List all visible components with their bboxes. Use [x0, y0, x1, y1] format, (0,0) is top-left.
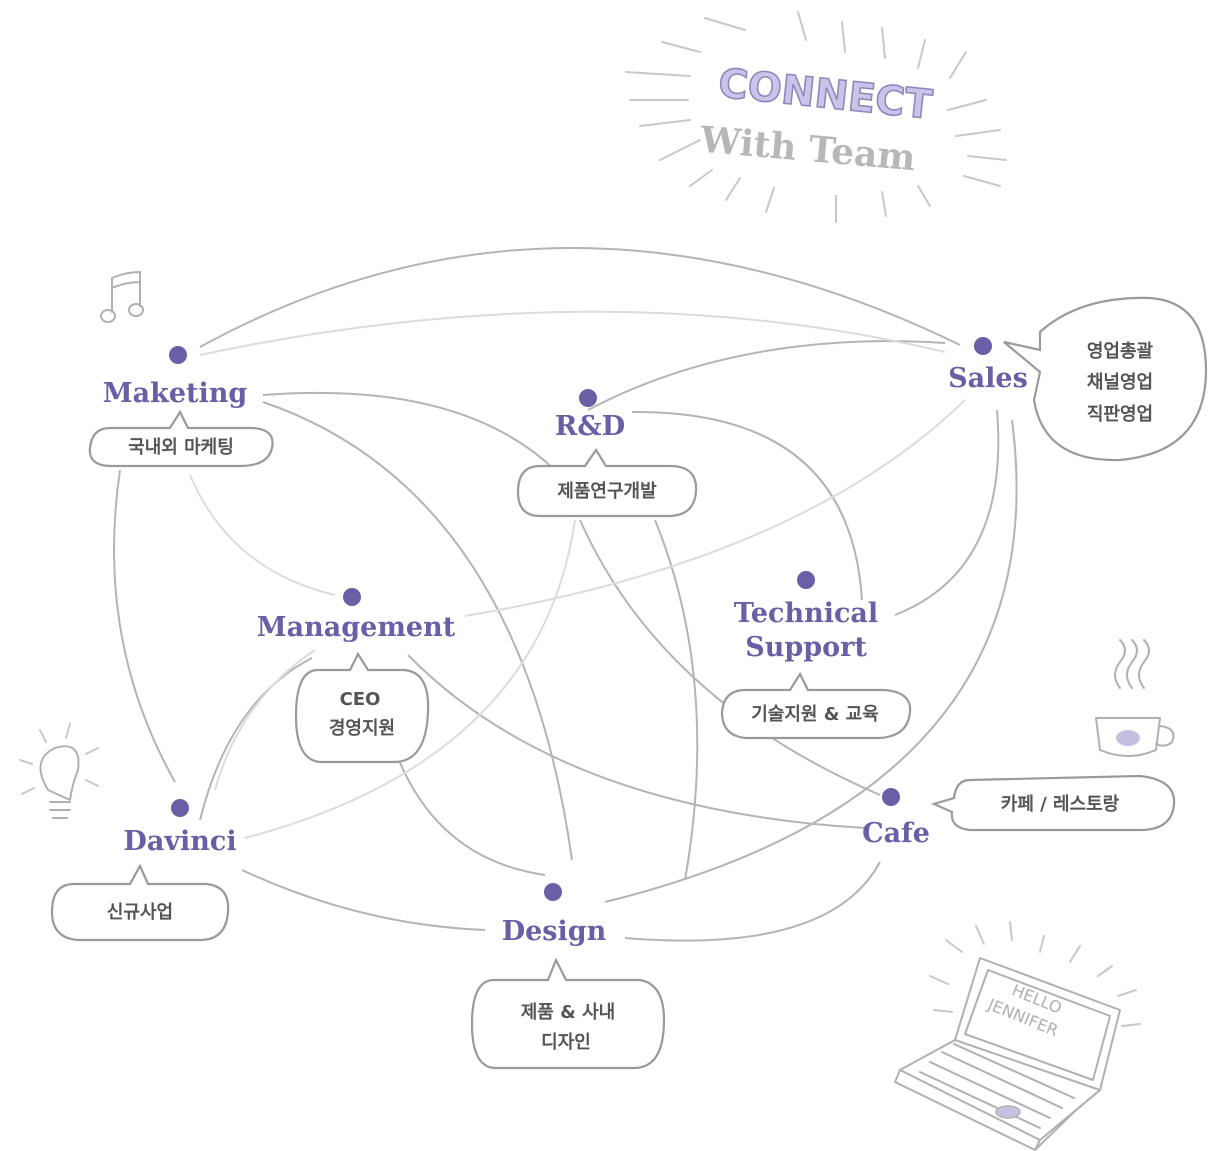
- node-dot: [544, 883, 562, 901]
- bubble-text-marketing: 국내외 마케팅: [128, 437, 234, 458]
- node-rnd: R&D 제품연구개발: [516, 389, 698, 518]
- node-label-cafe: Cafe: [862, 818, 930, 849]
- node-dot: [343, 588, 361, 606]
- node-label-sales: Sales: [948, 363, 1028, 394]
- speech-bubble: [1003, 296, 1208, 462]
- bubble-text-management-2: 경영지원: [329, 718, 395, 739]
- bubble-text-design-1: 제품 & 사내: [521, 1002, 615, 1023]
- music-note-icon: [100, 271, 144, 323]
- node-sales: Sales 영업총괄 채널영업 직판영업: [948, 296, 1208, 462]
- title-connect: CONNECT: [716, 60, 935, 128]
- bubble-text-sales-3: 직판영업: [1087, 404, 1153, 425]
- bubble-text-design-2: 디자인: [541, 1032, 591, 1053]
- speech-bubble: [720, 671, 912, 740]
- speech-bubble: [50, 863, 230, 942]
- speech-bubble: [470, 957, 666, 1070]
- title-rays: [625, 11, 1007, 223]
- node-label-technical-1: Technical: [734, 598, 878, 629]
- bubble-text-davinci: 신규사업: [107, 902, 173, 923]
- bubble-text-cafe: 카페 / 레스토랑: [1001, 794, 1120, 815]
- bubble-text-sales-2: 채널영업: [1087, 372, 1153, 393]
- node-label-marketing: Maketing: [103, 378, 248, 409]
- node-design: Design 제품 & 사내 디자인: [470, 883, 666, 1070]
- coffee-cup-icon: [1095, 639, 1175, 757]
- bubble-text-sales-1: 영업총괄: [1087, 341, 1154, 362]
- speech-bubble: [294, 651, 430, 764]
- speech-bubble: [516, 447, 698, 518]
- node-label-management: Management: [257, 612, 456, 643]
- node-label-davinci: Davinci: [123, 826, 236, 857]
- node-dot: [882, 788, 900, 806]
- node-dot: [579, 389, 597, 407]
- node-dot: [169, 346, 187, 364]
- node-marketing: Maketing 국내외 마케팅: [88, 346, 274, 468]
- bubble-text-technical: 기술지원 & 교육: [751, 704, 879, 725]
- node-label-design: Design: [502, 916, 607, 947]
- node-label-rnd: R&D: [555, 411, 625, 442]
- node-label-technical-2: Support: [745, 632, 867, 663]
- connections-dark: [113, 247, 1018, 942]
- connections-light: [189, 310, 966, 839]
- laptop-icon: HELLO JENNIFER: [894, 921, 1141, 1151]
- title-with-team: With Team: [698, 119, 918, 180]
- lightbulb-icon: [19, 723, 99, 819]
- node-technical-support: Technical Support 기술지원 & 교육: [720, 571, 912, 740]
- node-dot: [797, 571, 815, 589]
- speech-bubble: [930, 774, 1176, 832]
- node-dot: [171, 799, 189, 817]
- speech-bubble: [88, 409, 274, 468]
- node-davinci: Davinci 신규사업: [50, 799, 237, 942]
- node-cafe: Cafe 카페 / 레스토랑: [862, 774, 1176, 849]
- node-dot: [974, 337, 992, 355]
- bubble-text-rnd: 제품연구개발: [557, 481, 657, 502]
- bubble-text-management-1: CEO: [340, 689, 381, 710]
- node-management: Management CEO 경영지원: [257, 588, 456, 764]
